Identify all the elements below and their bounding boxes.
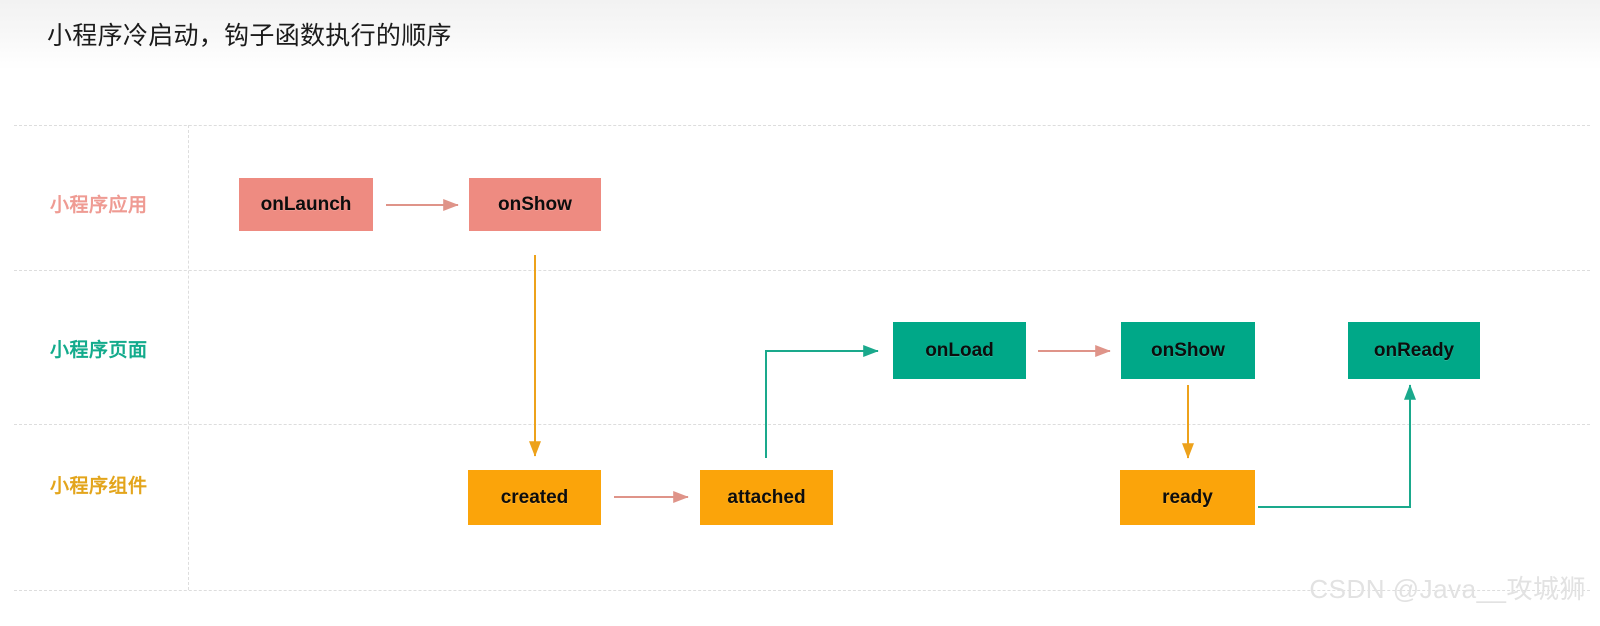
row-label-component: 小程序组件 [50,476,148,497]
csdn-watermark: CSDN @Java__攻城狮 [1309,574,1586,604]
node-page-onready[interactable]: onReady [1348,322,1480,379]
row-label-app: 小程序应用 [50,195,148,216]
grid-line-bottom [14,590,1590,591]
grid-line-row2-row3 [14,424,1590,425]
edge-attached-to-onload [765,345,879,458]
grid-line-top [14,125,1590,126]
grid-line-label-column [188,125,189,590]
node-app-onlaunch[interactable]: onLaunch [239,178,373,231]
row-label-page: 小程序页面 [50,340,148,361]
edge-ready-to-onready [1258,384,1417,508]
node-app-onshow[interactable]: onShow [469,178,601,231]
grid-line-row1-row2 [14,270,1590,271]
node-page-onload[interactable]: onLoad [893,322,1026,379]
node-component-ready[interactable]: ready [1120,470,1255,525]
node-component-attached[interactable]: attached [700,470,833,525]
node-component-created[interactable]: created [468,470,601,525]
page-title: 小程序冷启动，钩子函数执行的顺序 [47,22,452,50]
node-page-onshow[interactable]: onShow [1121,322,1255,379]
header-band [0,0,1600,70]
